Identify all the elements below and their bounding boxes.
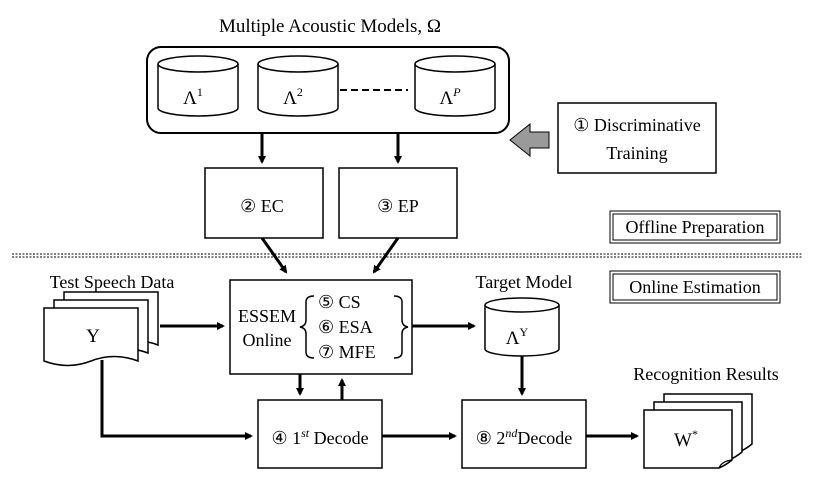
test-speech-label: Test Speech Data [50,272,175,292]
second-decode-box [461,399,587,469]
first-decode-box [257,399,383,469]
target-model-cylinder: ΛY [484,297,560,357]
first-decode-sup: st [301,426,310,440]
discriminative-training-box [557,102,717,174]
arrow-ec-to-essem [260,237,288,274]
online-estimation-box-outer [609,270,781,304]
second-decode-sup: nd [505,426,518,440]
offline-preparation-box-outer [609,210,781,244]
ec-label: ② EC [240,196,284,216]
model-1-sup: 1 [197,85,203,99]
recognition-results-stack [643,393,753,469]
test-speech-symbol: Y [86,326,100,347]
second-decode-prefix: ⑧ 2 [476,428,506,448]
recognition-results-label: Recognition Results [633,364,779,384]
model-1-base: Λ [183,88,197,109]
essem-left-brace [299,295,315,359]
first-decode-suffix: Decode [309,428,368,448]
svg-text:Λ1: Λ1 [183,85,203,109]
results-symbol-base: W [674,430,692,451]
essem-line2: Online [243,330,292,350]
model-p-base: Λ [439,88,453,109]
target-model-base: Λ [506,328,520,349]
offline-preparation-label: Offline Preparation [625,217,764,237]
test-speech-stack [43,291,159,367]
ep-label: ③ EP [377,196,419,216]
essem-item-esa: ⑥ ESA [318,317,373,337]
second-decode-suffix: Decode [517,428,572,448]
online-estimation-label: Online Estimation [629,277,760,297]
essem-item-mfe: ⑦ MFE [318,342,376,362]
svg-text:⑧ 2ndDecode: ⑧ 2ndDecode [476,426,573,448]
arrow-ep-to-essem [372,237,400,274]
model-cylinder-1: Λ1 [157,55,239,117]
svg-text:Λ2: Λ2 [283,85,303,109]
model-2-sup: 2 [297,85,303,99]
svg-text:ΛY: ΛY [506,325,529,349]
online-estimation-box-inner [612,273,778,301]
essem-right-brace [393,295,409,359]
target-model-sup: Y [520,325,529,339]
discriminative-line1: ① Discriminative [573,115,701,135]
model-cylinder-2: Λ2 [257,55,339,117]
svg-text:④ 1st Decode: ④ 1st Decode [271,426,368,448]
essem-box [229,279,413,375]
ec-box [204,167,324,239]
target-model-label: Target Model [476,272,573,292]
essem-line1: ESSEM [238,306,296,326]
results-symbol-sup: * [692,427,698,441]
discriminative-line2: Training [606,143,667,163]
model-cylinder-p: ΛP [414,55,496,117]
model-2-base: Λ [283,88,297,109]
model-p-sup: P [452,85,461,99]
arrow-y-to-first-decode [100,360,253,440]
diagram-title: Multiple Acoustic Models, Ω [219,16,441,37]
gray-block-arrow [509,122,550,158]
first-decode-prefix: ④ 1 [271,428,301,448]
svg-text:ΛP: ΛP [439,85,461,109]
essem-item-cs: ⑤ CS [318,292,361,312]
svg-text:W*: W* [674,427,698,451]
ep-box [338,167,458,239]
offline-preparation-box-inner [612,213,778,241]
